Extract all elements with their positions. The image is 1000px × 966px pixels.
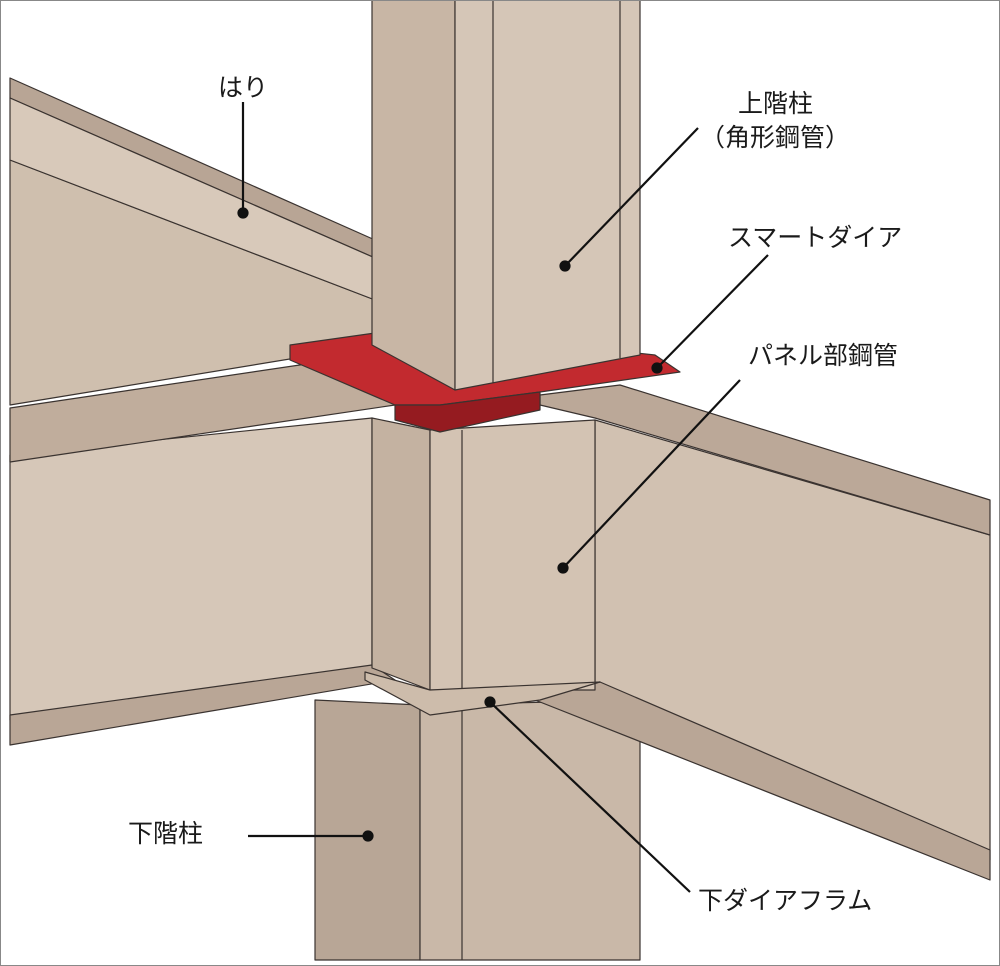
beam-marker: [237, 207, 249, 219]
panel-tube-marker: [557, 562, 569, 574]
smart-dia-marker: [651, 362, 663, 374]
lower-diaphragm: [364, 671, 601, 716]
lower-column-left-face: [314, 699, 421, 961]
panel-tube-left-face: [371, 417, 431, 691]
label-beam: はり: [218, 73, 269, 102]
lower-diaphragm-marker: [484, 696, 496, 708]
smart-dia-side: [394, 391, 541, 433]
label-upper-column: 上階柱: [738, 89, 814, 118]
label-lower-column: 下階柱: [128, 819, 204, 848]
label-smart-dia: スマートダイア: [728, 223, 903, 252]
label-panel-tube: パネル部鋼管: [748, 341, 899, 370]
upper-column-front-face: [454, 0, 641, 391]
lower-column-marker: [362, 830, 374, 842]
label-upper-column-sub: （角形鋼管）: [700, 123, 851, 152]
panel-tube-front-face: [429, 419, 596, 691]
upper-column-left-face: [371, 0, 456, 391]
upper-column-marker: [559, 260, 571, 272]
label-lower-diaphragm: 下ダイアフラム: [698, 886, 873, 915]
